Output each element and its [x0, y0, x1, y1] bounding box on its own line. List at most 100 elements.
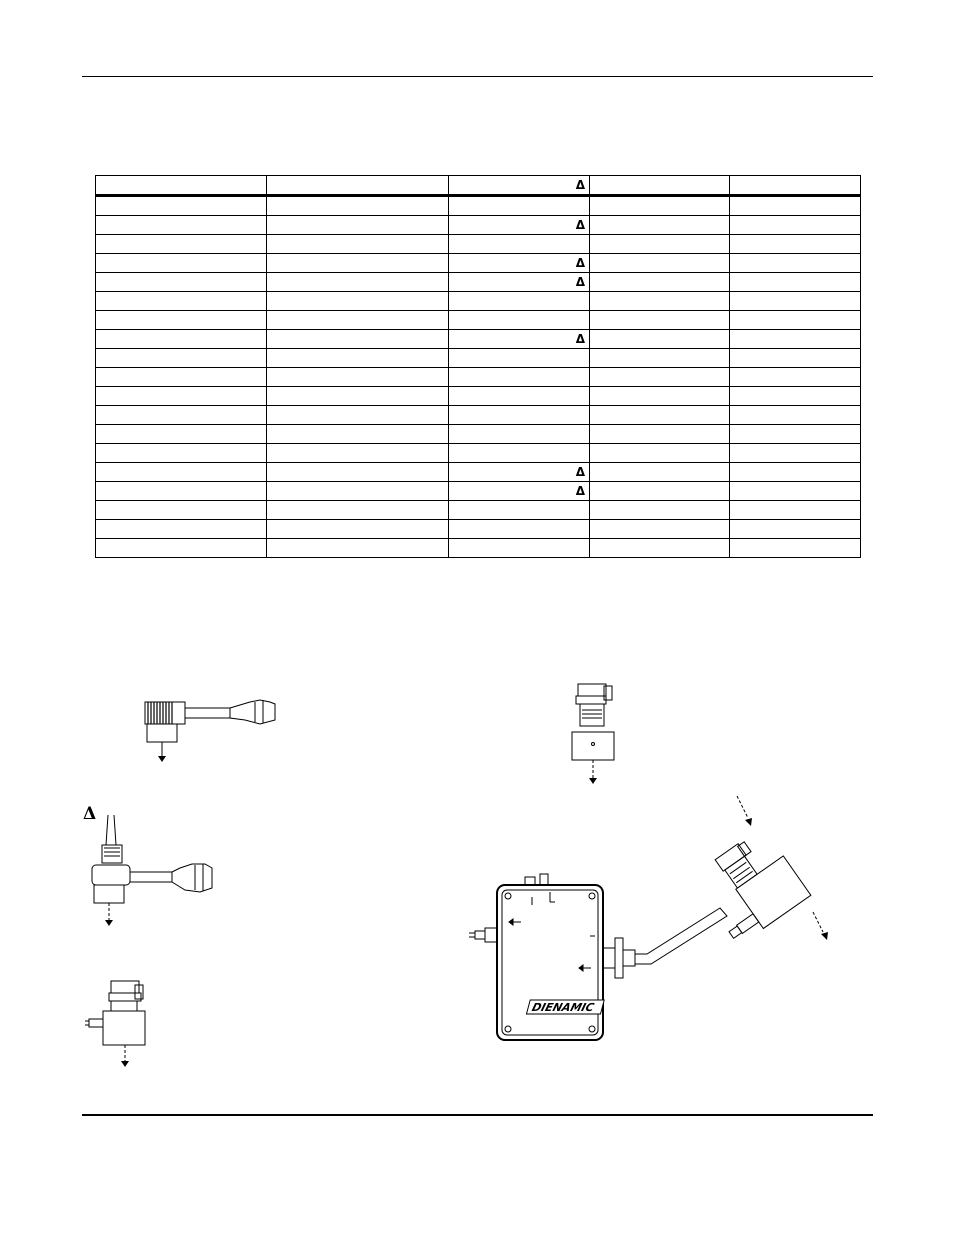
valve-diagram-block — [85, 980, 146, 1067]
table-cell — [589, 386, 730, 406]
table-cell — [448, 234, 590, 254]
delta-marker: Δ — [575, 178, 585, 192]
table-cell — [729, 386, 861, 406]
table-cell — [729, 291, 861, 311]
table-row: Δ — [95, 329, 861, 349]
table-cell — [448, 367, 590, 387]
table-cell — [266, 481, 449, 501]
table-cell — [95, 519, 267, 539]
footer-rule — [82, 1114, 873, 1116]
table-cell — [448, 348, 590, 368]
table-header-row: Δ — [95, 175, 861, 197]
table-cell — [95, 538, 267, 558]
table-cell — [95, 253, 267, 273]
table-cell: Δ — [448, 462, 590, 482]
control-panel-assembly: DIENAMIC — [469, 795, 828, 1041]
table-cell — [729, 175, 861, 197]
table-cell — [95, 481, 267, 501]
table-cell — [266, 195, 449, 216]
table-row — [95, 348, 861, 368]
table-cell — [589, 253, 730, 273]
table-cell — [729, 405, 861, 425]
table-cell — [448, 424, 590, 444]
table-cell: Δ — [448, 253, 590, 273]
table-cell — [95, 215, 267, 235]
table-cell — [266, 348, 449, 368]
table-cell — [729, 215, 861, 235]
table-row — [95, 234, 861, 254]
table-row — [95, 538, 861, 558]
table-cell — [95, 405, 267, 425]
table-cell — [266, 175, 449, 197]
table-cell — [266, 386, 449, 406]
table-cell — [589, 481, 730, 501]
table-cell — [95, 291, 267, 311]
table-row — [95, 291, 861, 311]
table-cell — [729, 329, 861, 349]
table-row — [95, 500, 861, 520]
table-cell — [95, 310, 267, 330]
table-cell — [95, 386, 267, 406]
table-cell — [589, 500, 730, 520]
table-cell — [729, 253, 861, 273]
valve-diagram-side-cable — [91, 814, 213, 926]
table-cell — [729, 519, 861, 539]
table-cell — [589, 195, 730, 216]
table-cell — [589, 234, 730, 254]
table-cell — [729, 500, 861, 520]
table-cell — [589, 462, 730, 482]
table-cell — [95, 462, 267, 482]
table-cell — [729, 234, 861, 254]
table-cell — [266, 234, 449, 254]
table-row — [95, 310, 861, 330]
table-cell — [266, 500, 449, 520]
table-row — [95, 367, 861, 387]
table-cell — [448, 291, 590, 311]
valve-diagram-right-angle-cable — [144, 699, 276, 762]
table-cell — [95, 348, 267, 368]
table-row: Δ — [95, 462, 861, 482]
table-cell — [729, 195, 861, 216]
table-cell — [266, 253, 449, 273]
table-cell — [729, 462, 861, 482]
table-cell — [266, 443, 449, 463]
table-cell — [448, 443, 590, 463]
table-row: Δ — [95, 272, 861, 292]
table-cell — [448, 195, 590, 216]
table-cell — [448, 519, 590, 539]
table-cell: Δ — [448, 272, 590, 292]
table-row: Δ — [95, 253, 861, 273]
table-cell — [95, 500, 267, 520]
table-cell — [266, 519, 449, 539]
table-cell — [266, 367, 449, 387]
table-cell — [266, 291, 449, 311]
table-row: Δ — [95, 215, 861, 235]
delta-marker: Δ — [575, 332, 585, 346]
delta-marker: Δ — [575, 465, 585, 479]
table-cell — [589, 348, 730, 368]
table-cell — [448, 405, 590, 425]
table-row — [95, 424, 861, 444]
table-cell: Δ — [448, 329, 590, 349]
table-cell — [266, 424, 449, 444]
table-row — [95, 386, 861, 406]
table-cell — [266, 329, 449, 349]
table-cell: Δ — [448, 175, 590, 197]
valve-diagram-vertical — [571, 683, 615, 784]
table-cell — [448, 538, 590, 558]
delta-marker: Δ — [575, 484, 585, 498]
table-cell — [589, 272, 730, 292]
table-row — [95, 443, 861, 463]
delta-marker: Δ — [575, 256, 585, 270]
delta-marker: Δ — [575, 275, 585, 289]
table-cell — [729, 272, 861, 292]
table-cell — [448, 386, 590, 406]
table-cell — [589, 310, 730, 330]
table-cell — [589, 329, 730, 349]
table-cell — [729, 481, 861, 501]
table-cell — [729, 538, 861, 558]
header-rule — [82, 76, 873, 77]
table-row — [95, 195, 861, 216]
table-cell — [95, 443, 267, 463]
